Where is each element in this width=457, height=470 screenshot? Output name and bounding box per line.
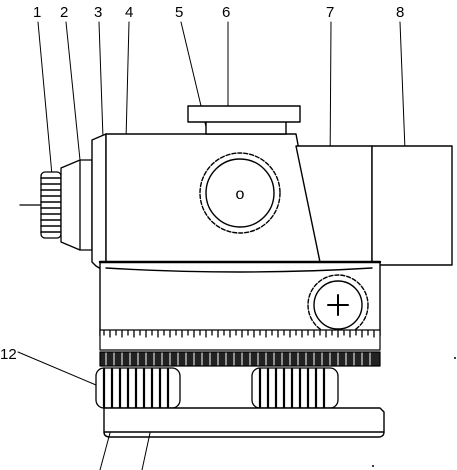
scan-speck xyxy=(372,465,374,467)
callout-12: 12 xyxy=(0,346,17,363)
callout-4: 4 xyxy=(125,4,133,21)
leader-line-8 xyxy=(399,21,406,151)
callout-2: 2 xyxy=(60,4,68,21)
rear-cap xyxy=(91,133,107,273)
telescope-body xyxy=(91,105,453,337)
leveling-screw-left xyxy=(95,367,181,409)
base-plate-edge xyxy=(103,431,385,438)
leveling-screw-right xyxy=(251,367,339,409)
callout-8: 8 xyxy=(396,4,404,21)
eyepiece-knurling xyxy=(40,177,62,233)
fine-motion-knob xyxy=(307,274,369,336)
focusing-knob-inner xyxy=(205,158,275,228)
leader-lines xyxy=(17,21,406,470)
callout-5: 5 xyxy=(175,4,183,21)
base-plate-top xyxy=(103,407,385,433)
callout-7: 7 xyxy=(326,4,334,21)
leader-line-4 xyxy=(125,21,130,141)
scan-speck xyxy=(454,357,456,359)
eyepiece-knurled-ring xyxy=(40,171,62,239)
leader-line-2 xyxy=(65,21,81,161)
leader-line-1 xyxy=(37,21,53,176)
base-band-marks xyxy=(105,352,371,366)
eyepiece-assembly xyxy=(19,159,93,251)
focusing-knob: o xyxy=(199,152,281,234)
callout-6: 6 xyxy=(222,4,230,21)
base-plate xyxy=(103,407,385,438)
leveling-screws xyxy=(95,367,339,409)
eyepiece-barrel xyxy=(60,159,93,251)
callout-1: 1 xyxy=(33,4,41,21)
body-waist-line xyxy=(105,267,373,273)
leader-line-bottom-left xyxy=(99,432,111,470)
graduated-circle-ticks xyxy=(103,330,375,338)
leader-line-bottom-right xyxy=(141,432,151,470)
callout-3: 3 xyxy=(94,4,102,21)
focusing-knob-symbol: o xyxy=(236,186,245,203)
top-sight xyxy=(187,105,301,123)
leader-line-12 xyxy=(17,351,97,386)
graduated-circle xyxy=(99,329,381,367)
objective-hood xyxy=(371,145,453,266)
leader-line-3 xyxy=(98,21,104,139)
